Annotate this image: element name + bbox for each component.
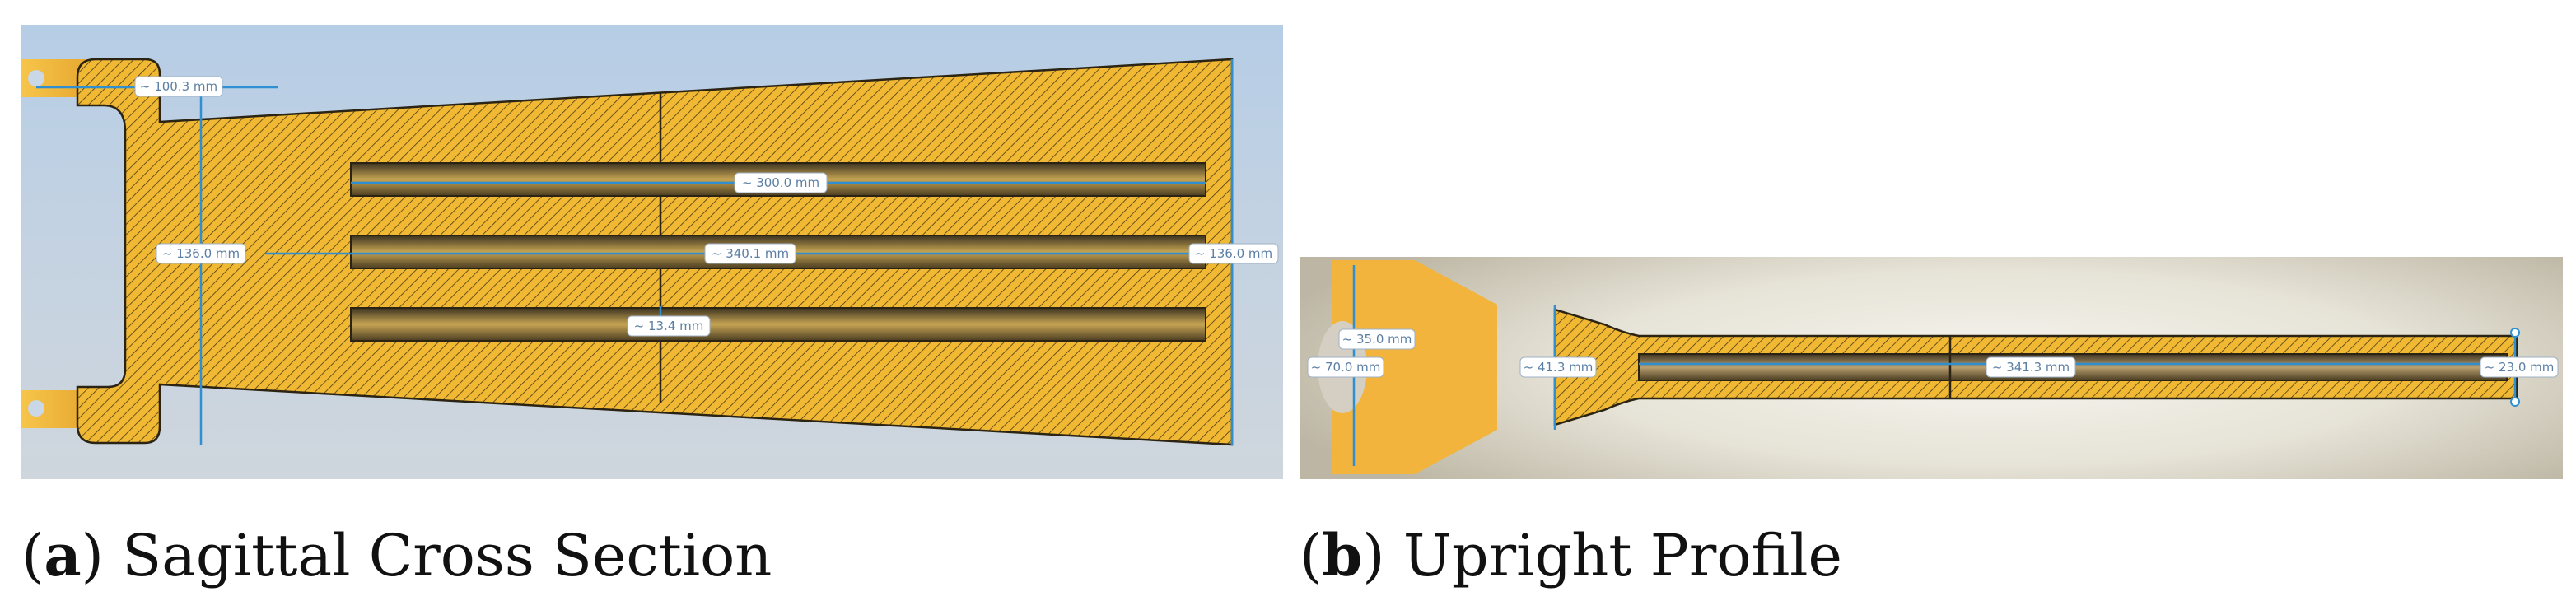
bottom-mount-hole <box>28 400 44 417</box>
sagittal-cross-section-view: ~ 100.3 mm ~ 300.0 mm ~ 136.0 mm ~ 340.1… <box>21 25 1283 479</box>
sagittal-drawing: ~ 100.3 mm ~ 300.0 mm ~ 136.0 mm ~ 340.1… <box>21 58 1279 446</box>
upright-drawing: ~ 35.0 mm ~ 70.0 mm ~ 41.3 mm ~ 341.3 mm… <box>1307 260 2559 474</box>
tip-handle-bottom <box>2510 397 2520 407</box>
label-full-height: ~ 70.0 mm <box>1307 356 1384 378</box>
tip-handle-top <box>2510 328 2520 338</box>
svg-text:~ 136.0 mm: ~ 136.0 mm <box>1195 246 1272 261</box>
upright-profile-view: ~ 35.0 mm ~ 70.0 mm ~ 41.3 mm ~ 341.3 mm… <box>1300 257 2563 479</box>
caption-b-letter: b <box>1322 521 1363 589</box>
lower-slot <box>350 307 1206 342</box>
svg-text:~ 300.0 mm: ~ 300.0 mm <box>742 175 819 190</box>
top-mount-hole <box>28 70 44 86</box>
svg-text:~ 136.0 mm: ~ 136.0 mm <box>162 246 240 261</box>
label-top-width: ~ 100.3 mm <box>134 76 223 97</box>
svg-text:~ 41.3 mm: ~ 41.3 mm <box>1524 360 1594 375</box>
label-inner-height: ~ 136.0 mm <box>156 243 246 264</box>
label-wall-thickness: ~ 13.4 mm <box>627 315 711 337</box>
svg-text:~ 70.0 mm: ~ 70.0 mm <box>1311 360 1381 375</box>
svg-text:~ 341.3 mm: ~ 341.3 mm <box>1992 360 2070 375</box>
caption-b-text: Upright Profile <box>1402 522 1842 589</box>
mounting-block <box>1332 260 1497 474</box>
svg-text:~ 35.0 mm: ~ 35.0 mm <box>1342 332 1412 347</box>
label-slot-length: ~ 300.0 mm <box>734 172 828 193</box>
label-half-height: ~ 35.0 mm <box>1338 328 1416 350</box>
svg-text:~ 100.3 mm: ~ 100.3 mm <box>140 79 217 94</box>
caption-sagittal-cross-section: (a) Sagittal Cross Section <box>21 521 772 589</box>
svg-text:~ 23.0 mm: ~ 23.0 mm <box>2485 360 2555 375</box>
label-tip-height: ~ 23.0 mm <box>2480 356 2559 378</box>
caption-upright-profile: (b) Upright Profile <box>1300 521 1842 589</box>
svg-text:~ 13.4 mm: ~ 13.4 mm <box>634 319 704 333</box>
label-neck-height: ~ 41.3 mm <box>1519 356 1597 378</box>
label-center-length: ~ 340.1 mm <box>704 243 796 264</box>
label-right-height: ~ 136.0 mm <box>1188 243 1279 264</box>
svg-text:~ 340.1 mm: ~ 340.1 mm <box>712 246 789 261</box>
label-length: ~ 341.3 mm <box>1986 356 2076 378</box>
caption-a-text: Sagittal Cross Section <box>122 522 772 589</box>
caption-a-letter: a <box>44 521 82 589</box>
